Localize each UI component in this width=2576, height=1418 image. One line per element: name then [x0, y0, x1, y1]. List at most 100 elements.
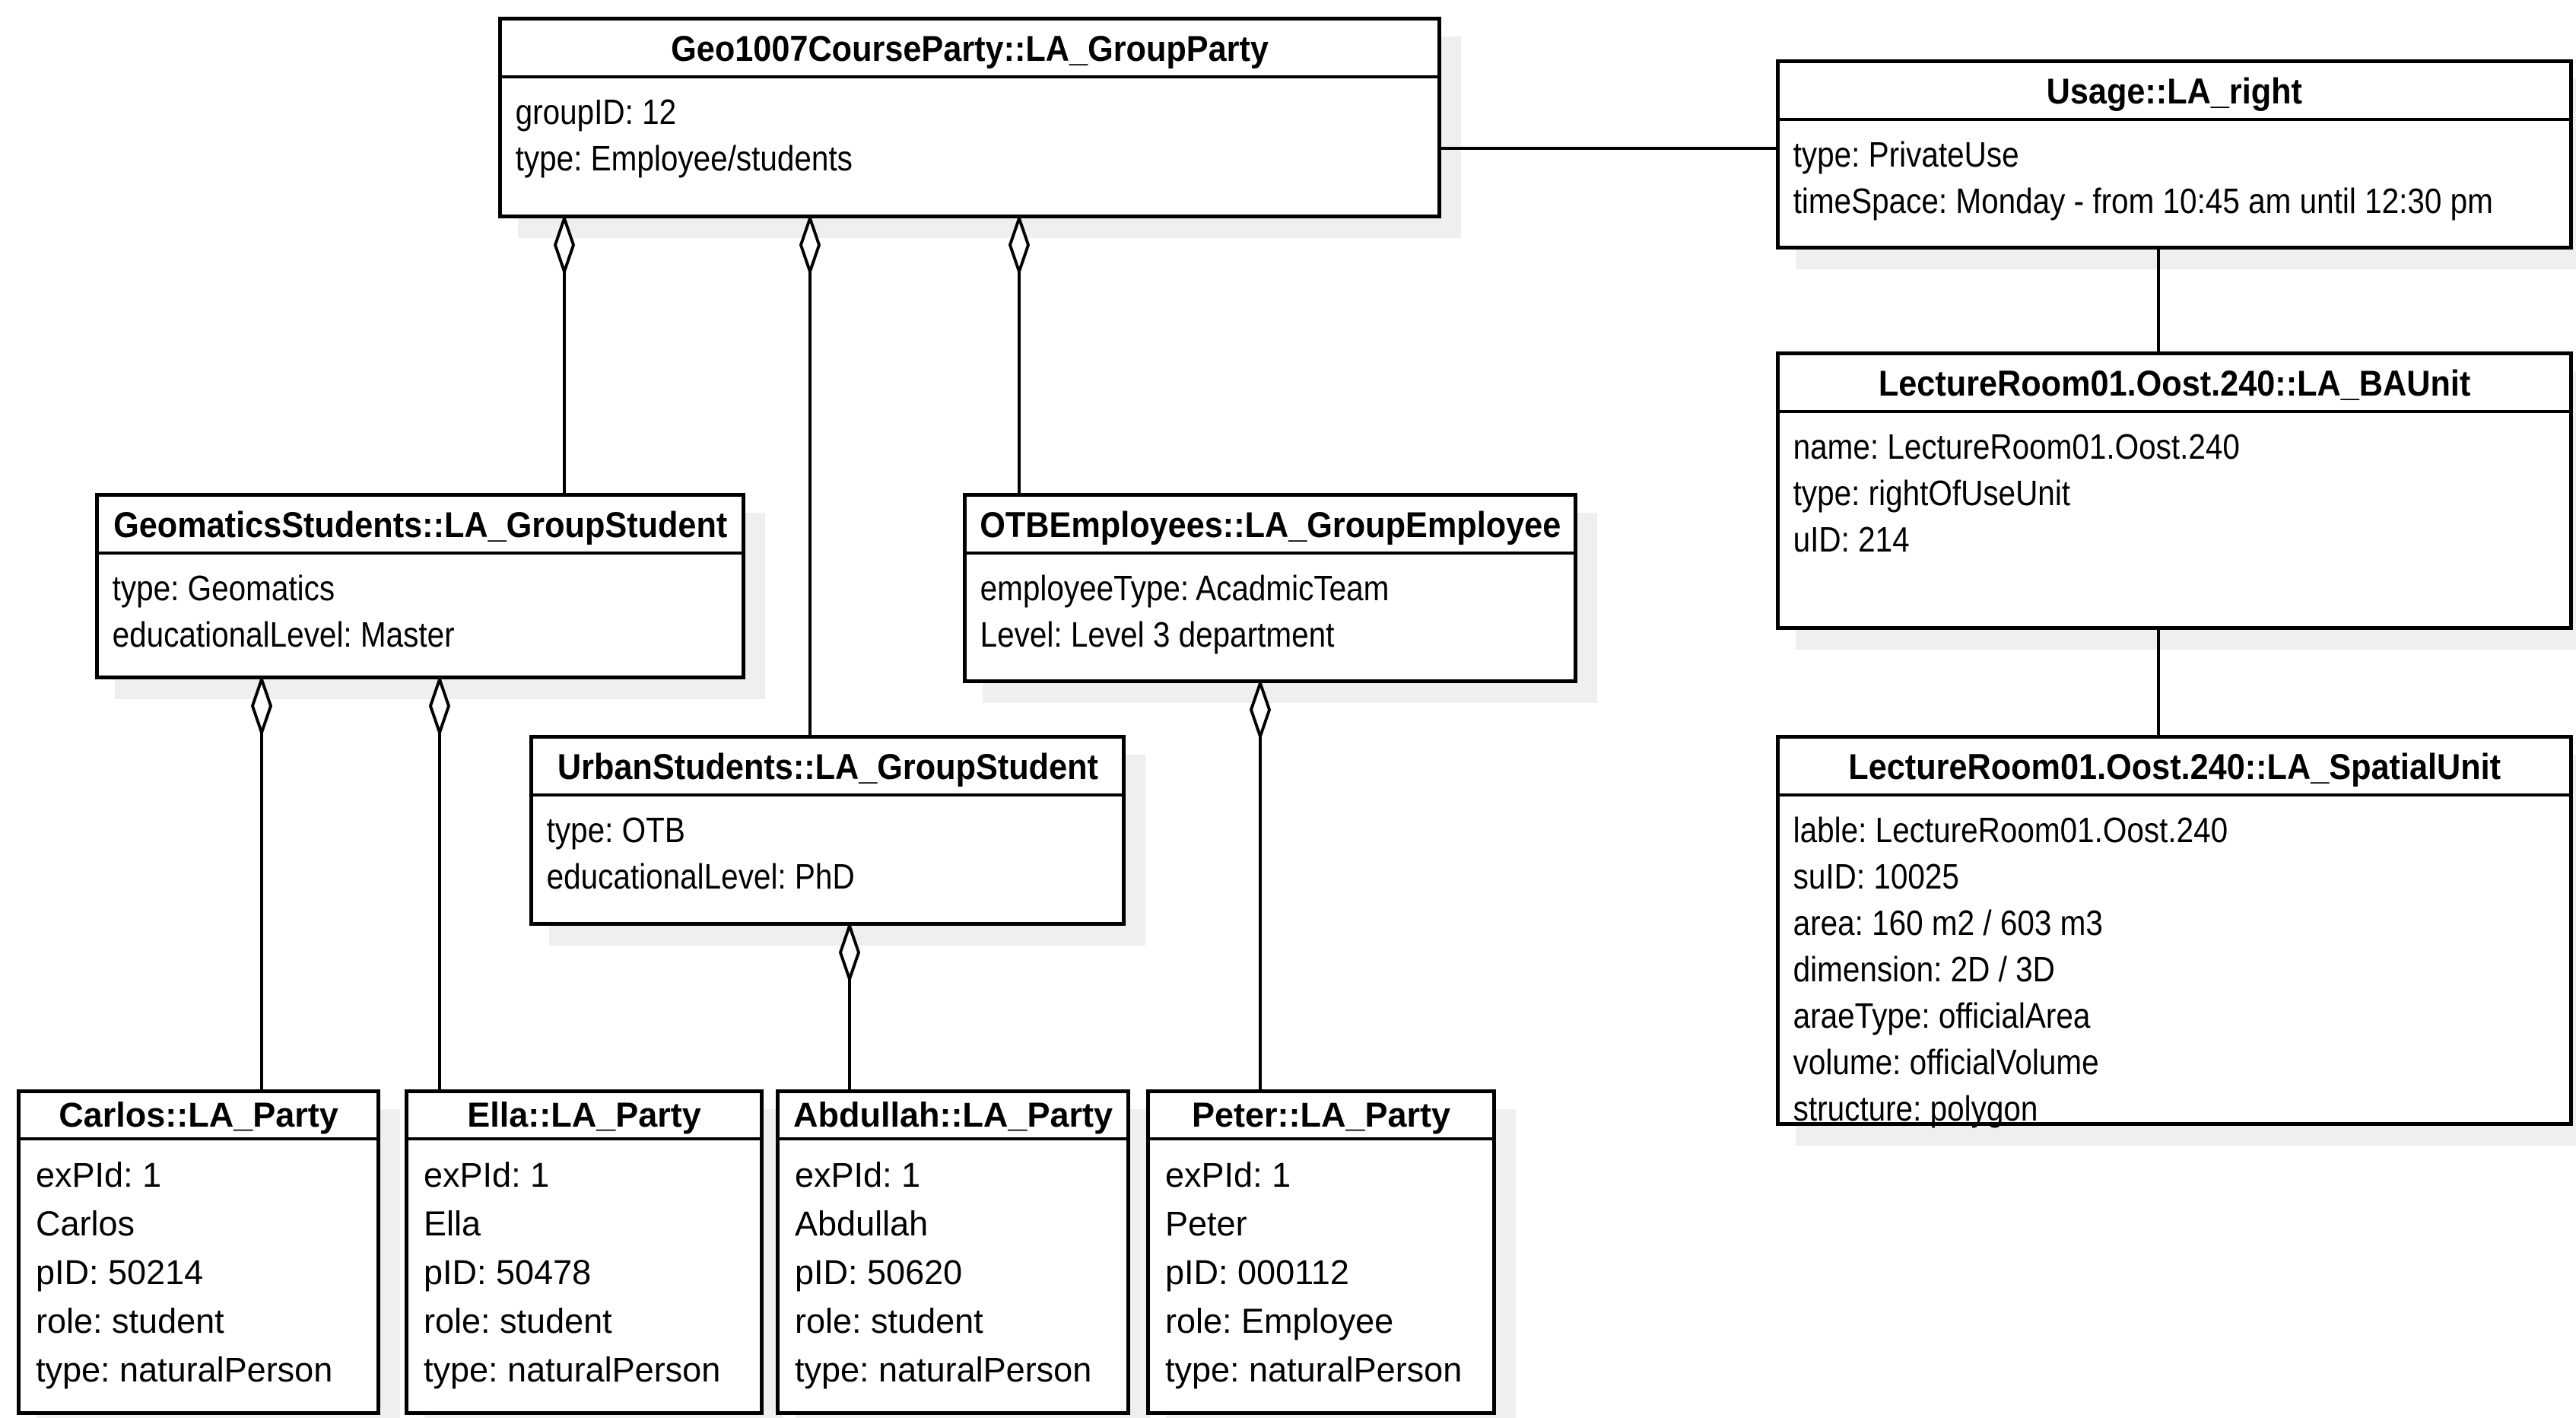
association-line [2157, 248, 2160, 354]
class-title-text: Carlos::LA_Party [59, 1095, 338, 1134]
class-attribute: role: Employee [1165, 1302, 1394, 1340]
class-title: LectureRoom01.Oost.240::LA_SpatialUnit [1780, 739, 2569, 796]
aggregation-diamond [1249, 681, 1272, 739]
class-attribute: name: LectureRoom01.Oost.240 [1793, 427, 2240, 466]
class-title: GeomaticsStudents::LA_GroupStudent [99, 497, 742, 555]
association-line [2157, 628, 2160, 738]
class-attribute: Peter [1165, 1204, 1247, 1243]
class-attribute: type: Geomatics [112, 568, 335, 608]
class-title: LectureRoom01.Oost.240::LA_BAUnit [1780, 355, 2569, 413]
class-attribute: araeType: officialArea [1793, 996, 2091, 1035]
class-title-text: OTBEmployees::LA_GroupEmployee [979, 504, 1561, 545]
aggregation-diamond [553, 216, 576, 274]
class-attribute: exPId: 1 [36, 1156, 162, 1194]
class-title-text: GeomaticsStudents::LA_GroupStudent [113, 504, 728, 545]
class-attribute: Ella [424, 1204, 481, 1243]
class-attribute: exPId: 1 [424, 1156, 550, 1194]
class-title: Geo1007CourseParty::LA_GroupParty [502, 21, 1437, 78]
class-attributes: groupID: 12 type: Employee/students [502, 78, 1325, 192]
class-attribute: role: student [795, 1302, 983, 1340]
class-attribute: uID: 214 [1793, 520, 1910, 559]
aggregation-line [260, 733, 263, 1091]
aggregation-line [563, 272, 566, 494]
class-attributes: exPId: 1 Carlos pID: 50214 role: student… [21, 1140, 376, 1405]
aggregation-line [808, 272, 812, 736]
class-box-carlos-la-party: Carlos::LA_Party exPId: 1 Carlos pID: 50… [17, 1089, 380, 1415]
association-line [1438, 147, 1779, 150]
aggregation-line [1259, 736, 1262, 1091]
class-attribute: area: 160 m2 / 603 m3 [1793, 903, 2103, 943]
aggregation-line [848, 979, 851, 1091]
aggregation-diamond [428, 677, 451, 735]
class-attribute: pID: 50214 [36, 1253, 204, 1292]
class-title-text: UrbanStudents::LA_GroupStudent [557, 746, 1098, 787]
class-box-usage-la-right: Usage::LA_right type: PrivateUse timeSpa… [1776, 59, 2573, 250]
class-attributes: exPId: 1 Ella pID: 50478 role: student t… [408, 1140, 760, 1405]
class-attributes: type: PrivateUse timeSpace: Monday - fro… [1780, 121, 2493, 235]
class-attributes: employeeType: AcadmicTeam Level: Level 3… [967, 555, 1501, 669]
class-box-abdullah-la-party: Abdullah::LA_Party exPId: 1 Abdullah pID… [776, 1089, 1130, 1415]
class-attribute: timeSpace: Monday - from 10:45 am until … [1793, 181, 2493, 221]
class-attributes: exPId: 1 Abdullah pID: 50620 role: stude… [780, 1140, 1126, 1405]
aggregation-diamond [799, 216, 821, 274]
class-title: Ella::LA_Party [408, 1093, 760, 1140]
class-title-text: Abdullah::LA_Party [792, 1095, 1113, 1134]
class-attribute: pID: 000112 [1165, 1253, 1349, 1292]
class-box-urbanstudents-la-groupstudent: UrbanStudents::LA_GroupStudent type: OTB… [529, 735, 1126, 926]
class-attribute: type: Employee/students [515, 138, 853, 178]
class-attribute: pID: 50620 [795, 1253, 963, 1292]
class-attribute: Abdullah [795, 1204, 929, 1243]
class-title-text: LectureRoom01.Oost.240::LA_SpatialUnit [1848, 746, 2501, 787]
class-title: Peter::LA_Party [1150, 1093, 1492, 1140]
class-title: OTBEmployees::LA_GroupEmployee [967, 497, 1574, 555]
class-attribute: role: student [424, 1302, 612, 1340]
class-attribute: type: naturalPerson [36, 1350, 333, 1389]
class-attribute: type: naturalPerson [424, 1350, 721, 1389]
class-attribute: dimension: 2D / 3D [1793, 949, 2055, 989]
class-box-geomaticsstudents-la-groupstudent: GeomaticsStudents::LA_GroupStudent type:… [95, 493, 745, 679]
class-attributes: name: LectureRoom01.Oost.240 type: right… [1780, 413, 2474, 574]
class-attribute: educationalLevel: PhD [546, 857, 855, 896]
class-attribute: educationalLevel: Master [112, 615, 455, 654]
class-attribute: type: OTB [546, 810, 685, 850]
class-box-lectureroom01-oost-240-la-baunit: LectureRoom01.Oost.240::LA_BAUnit name: … [1776, 351, 2573, 630]
aggregation-diamond [838, 924, 861, 981]
class-title-text: Usage::LA_right [2046, 70, 2303, 111]
class-attribute: volume: officialVolume [1793, 1042, 2099, 1082]
class-attribute: Level: Level 3 department [980, 615, 1335, 654]
class-attribute: exPId: 1 [1165, 1156, 1291, 1194]
class-attribute: pID: 50478 [424, 1253, 592, 1292]
class-attribute: employeeType: AcadmicTeam [980, 568, 1390, 608]
class-attribute: suID: 10025 [1793, 857, 1959, 896]
class-title: UrbanStudents::LA_GroupStudent [533, 739, 1122, 796]
class-box-geo1007courseparty-la-groupparty: Geo1007CourseParty::LA_GroupParty groupI… [498, 17, 1441, 218]
aggregation-diamond [250, 677, 273, 735]
class-attribute: type: naturalPerson [1165, 1350, 1463, 1389]
class-box-peter-la-party: Peter::LA_Party exPId: 1 Peter pID: 0001… [1146, 1089, 1496, 1415]
class-box-otbemployees-la-groupemployee: OTBEmployees::LA_GroupEmployee employeeT… [963, 493, 1577, 683]
class-title: Usage::LA_right [1780, 63, 2569, 121]
class-attribute: groupID: 12 [515, 92, 677, 132]
aggregation-diamond [1008, 216, 1031, 274]
class-attribute: structure: polygon [1793, 1089, 2038, 1128]
class-attribute: type: PrivateUse [1793, 135, 2019, 174]
class-title-text: Geo1007CourseParty::LA_GroupParty [671, 27, 1269, 68]
class-title: Carlos::LA_Party [21, 1093, 376, 1140]
class-attributes: type: Geomatics educationalLevel: Master [99, 555, 665, 669]
class-attribute: type: naturalPerson [795, 1350, 1092, 1389]
class-attribute: exPId: 1 [795, 1156, 921, 1194]
aggregation-line [438, 733, 441, 1091]
class-attribute: lable: LectureRoom01.Oost.240 [1793, 810, 2228, 850]
class-attributes: lable: LectureRoom01.Oost.240 suID: 1002… [1780, 796, 2474, 1143]
class-box-ella-la-party: Ella::LA_Party exPId: 1 Ella pID: 50478 … [405, 1089, 764, 1415]
class-attributes: exPId: 1 Peter pID: 000112 role: Employe… [1150, 1140, 1492, 1405]
class-title-text: Ella::LA_Party [467, 1095, 701, 1134]
class-attribute: Carlos [36, 1204, 135, 1243]
class-attribute: type: rightOfUseUnit [1793, 473, 2071, 513]
aggregation-line [1018, 272, 1021, 494]
class-title-text: LectureRoom01.Oost.240::LA_BAUnit [1878, 362, 2471, 403]
class-title-text: Peter::LA_Party [1191, 1095, 1451, 1134]
class-attributes: type: OTB educationalLevel: PhD [533, 796, 1051, 911]
class-attribute: role: student [36, 1302, 224, 1340]
